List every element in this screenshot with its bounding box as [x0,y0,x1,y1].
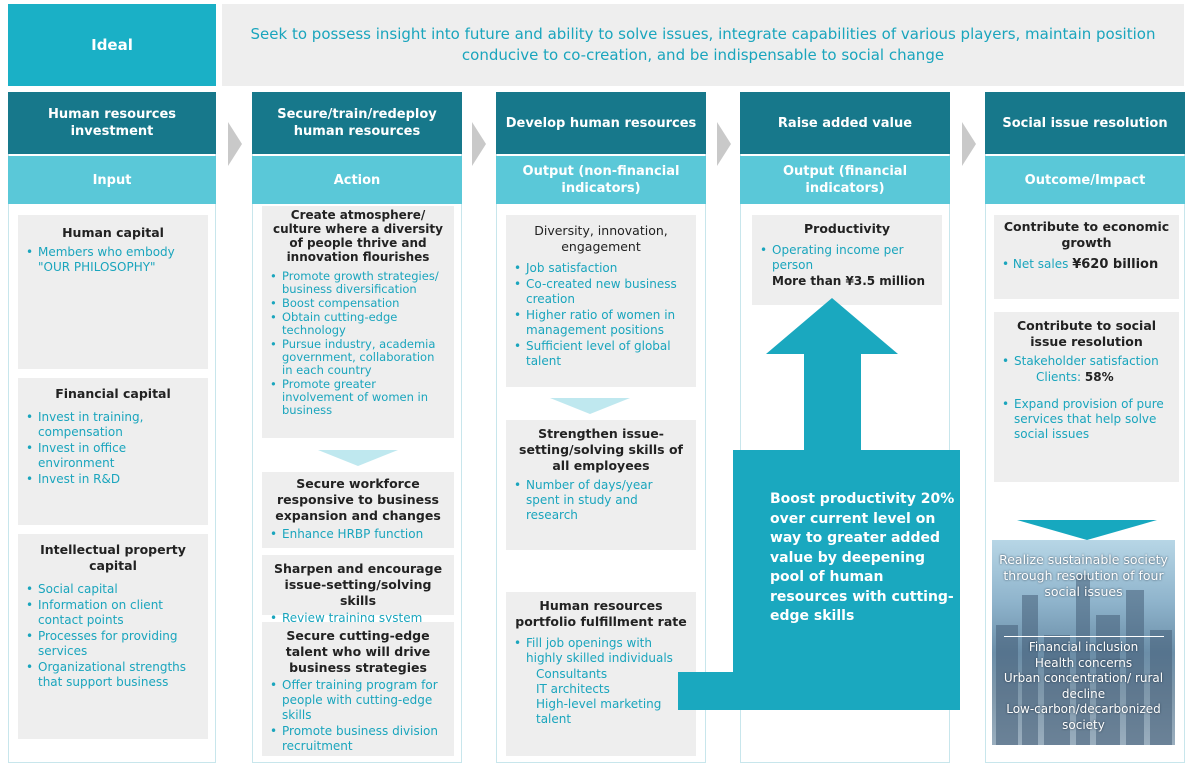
list-item: Urban concentration/ rural decline [1003,671,1164,701]
header-raise-value: Raise added value [740,92,950,154]
subheader-output-f: Output (financial indicators) [740,156,950,204]
down-arrow-icon [318,450,398,466]
productivity-title: Productivity [804,221,890,236]
productivity-box: Productivity Operating income per person… [752,215,942,305]
realize-title: Realize sustainable society through reso… [999,552,1168,599]
net-sales-label: Net sales [1012,257,1069,271]
financial-capital-box: Financial capital Invest in training, co… [18,378,208,525]
subheader-action: Action [252,156,462,204]
skills-box: Sharpen and encourage issue-setting/solv… [262,555,454,626]
list-item: Job satisfaction [514,261,688,276]
list-item: Number of days/year spent in study and r… [514,478,688,523]
list-item: Organizational strengths that support bu… [26,660,200,690]
productivity-value: More than ¥3.5 million [772,274,926,288]
list-item: Co-created new business creation [514,277,688,307]
list-item: Promote business division recruitment [270,724,446,754]
culture-title: Create atmosphere/ culture where a diver… [273,208,443,264]
human-capital-box: Human capital Members who embody "OUR PH… [18,215,208,369]
chevron-right-icon [472,122,486,166]
list-subitem: Consultants [536,667,608,681]
net-sales-value: ¥620 billion [1072,257,1159,272]
list-item: Obtain cutting-edge technology [270,311,446,337]
list-item: Review training system [270,611,446,626]
list-item: Fill job openings with highly skilled in… [514,636,688,666]
header-develop-hr: Develop human resources [496,92,706,154]
portfolio-box: Human resources portfolio fulfillment ra… [506,592,696,756]
ideal-statement: Seek to possess insight into future and … [222,4,1184,86]
list-item: Health concerns [1034,655,1133,670]
list-item: Invest in office environment [26,441,200,471]
economic-growth-title: Contribute to economic growth [1003,219,1170,250]
big-arrow-icon [678,298,960,710]
header-social-issue: Social issue resolution [985,92,1185,154]
list-item: Operating income per person [760,243,934,273]
social-issues-list: Financial inclusion Health concerns Urba… [996,640,1171,733]
skills-title: Sharpen and encourage issue-setting/solv… [273,561,443,608]
list-item: Promote greater involvement of women in … [270,378,446,417]
economic-growth-box: Contribute to economic growth • Net sale… [994,215,1179,299]
subheader-output-nf: Output (non-financial indicators) [496,156,706,204]
header-secure-train: Secure/train/redeploy human resources [252,92,462,154]
chevron-right-icon [717,122,731,166]
subheader-outcome: Outcome/Impact [985,156,1185,204]
chevron-right-icon [228,122,242,166]
talent-title: Secure cutting-edge talent who will driv… [285,628,431,675]
subheader-input: Input [8,156,216,204]
social-resolution-box: Contribute to social issue resolution St… [994,312,1179,482]
ip-capital-box: Intellectual property capital Social cap… [18,534,208,739]
net-sales-row: • Net sales ¥620 billion [1002,257,1159,272]
workforce-box: Secure workforce responsive to business … [262,472,454,548]
social-resolution-title: Contribute to social issue resolution [1016,318,1157,349]
list-item: Invest in R&D [26,472,200,487]
down-arrow-icon [550,398,630,414]
list-item: Invest in training, compensation [26,410,200,440]
list-subitem: IT architects [536,682,610,696]
divider [1004,636,1164,637]
list-item: Promote growth strategies/ business dive… [270,270,446,296]
list-item: Social capital [26,582,200,597]
portfolio-title: Human resources portfolio fulfillment ra… [515,598,687,629]
strengthen-box: Strengthen issue-setting/solving skills … [506,420,696,550]
diversity-title: Diversity, innovation, engagement [534,223,668,254]
list-item: Higher ratio of women in management posi… [514,308,688,338]
list-item: Stakeholder satisfaction [1002,354,1171,369]
header-hr-investment: Human resources investment [8,92,216,154]
culture-box: Create atmosphere/ culture where a diver… [262,206,454,438]
list-subitem: High-level marketing talent [536,697,662,726]
list-item: Low-carbon/decarbonized society [1006,702,1161,732]
talent-box: Secure cutting-edge talent who will driv… [262,622,454,756]
workforce-title: Secure workforce responsive to business … [275,476,441,523]
city-image: Realize sustainable society through reso… [992,540,1175,745]
ip-capital-title: Intellectual property capital [40,542,186,573]
ideal-label: Ideal [8,4,216,86]
clients-row: Clients: 58% [1002,370,1171,385]
list-item: Members who embody "OUR PHILOSOPHY" [26,245,200,275]
list-item: Offer training program for people with c… [270,678,446,723]
list-item: Boost compensation [270,297,446,311]
list-item: Expand provision of pure services that h… [1002,397,1171,442]
list-item: Enhance HRBP function [270,527,446,542]
list-item: Processes for providing services [26,629,200,659]
financial-capital-title: Financial capital [55,386,171,401]
list-item: Information on client contact points [26,598,200,628]
chevron-right-icon [962,122,976,166]
list-item: Sufficient level of global talent [514,339,688,369]
list-item: Pursue industry, academia government, co… [270,338,446,377]
human-capital-title: Human capital [62,225,164,240]
diversity-box: Diversity, innovation, engagement Job sa… [506,215,696,387]
big-arrow-shape [678,298,960,710]
boost-productivity-text: Boost productivity 20% over current leve… [770,491,955,624]
strengthen-title: Strengthen issue-setting/solving skills … [519,426,683,473]
list-item: Financial inclusion [1028,640,1139,654]
clients-value: 58% [1084,370,1114,384]
down-arrow-icon [1017,520,1157,540]
clients-label: Clients: [1036,370,1082,384]
